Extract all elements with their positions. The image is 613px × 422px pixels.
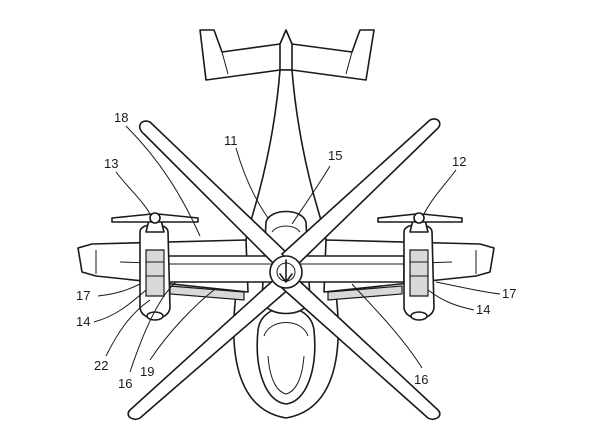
- label-11: 11: [224, 133, 238, 148]
- right-wing-flap: [327, 285, 403, 301]
- label-22: 22: [94, 358, 108, 373]
- label-14-right: 14: [476, 302, 490, 317]
- leader-13: [115, 171, 151, 215]
- left-propeller-blade-2: [157, 213, 199, 223]
- leader-11: [235, 147, 269, 219]
- leader-17a: [97, 283, 141, 297]
- leader-14b: [427, 289, 475, 311]
- label-15: 15: [328, 148, 342, 163]
- label-16-right: 16: [414, 372, 428, 387]
- leader-19: [149, 289, 215, 361]
- leader-lines: [93, 125, 501, 373]
- label-13: 13: [104, 156, 118, 171]
- reference-numerals: 11 12 13 14 14 15 16 16 17 17 18 19 22: [76, 110, 516, 391]
- label-16-left: 16: [118, 376, 132, 391]
- leader-16b: [351, 283, 423, 369]
- label-19: 19: [140, 364, 154, 379]
- fuselage: [232, 69, 340, 419]
- main-rotor-blade-upper-right: [281, 118, 441, 269]
- main-rotor-blade-lower-right: [281, 275, 441, 421]
- main-rotor: [127, 118, 441, 421]
- leader-14a: [93, 289, 147, 323]
- leader-22: [105, 299, 151, 357]
- right-pod-insert: [409, 249, 429, 297]
- right-propeller-blade-2: [421, 213, 463, 223]
- left-propeller-blade: [111, 213, 153, 223]
- leader-16a: [129, 281, 177, 373]
- main-rotor-blade-lower-left: [127, 275, 291, 421]
- left-pod-insert: [145, 249, 165, 297]
- main-rotor-blade-upper-left: [138, 120, 291, 267]
- leader-15: [291, 165, 331, 225]
- right-rotor-pod: [377, 212, 463, 321]
- label-17-left: 17: [76, 288, 90, 303]
- leader-12: [423, 169, 457, 215]
- right-propeller-blade: [377, 213, 417, 223]
- tail-fin: [279, 29, 293, 71]
- label-18: 18: [114, 110, 128, 125]
- label-14-left: 14: [76, 314, 90, 329]
- label-12: 12: [452, 154, 466, 169]
- leader-18: [125, 125, 201, 237]
- label-17-right: 17: [502, 286, 516, 301]
- leader-17b: [435, 281, 501, 295]
